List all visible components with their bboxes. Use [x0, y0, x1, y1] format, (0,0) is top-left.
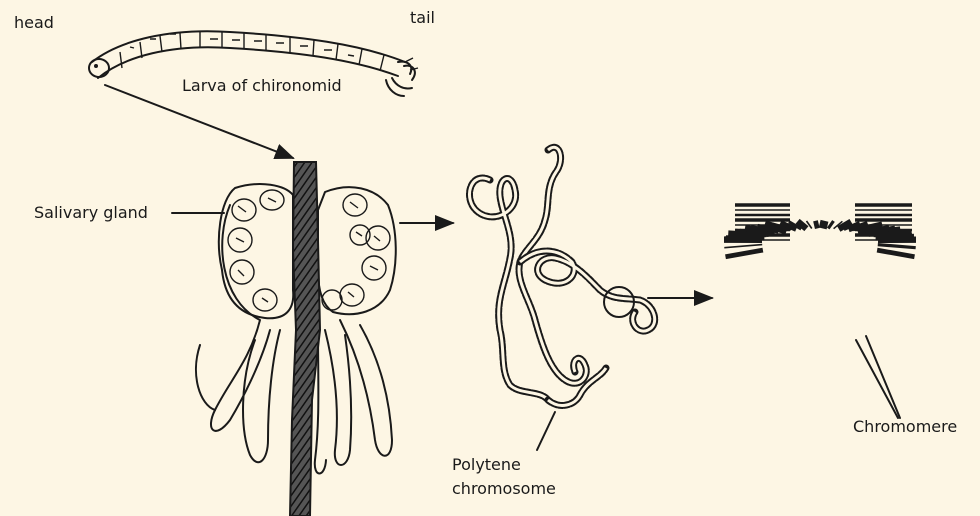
salivary-gland-drawing	[196, 162, 396, 516]
head-label: head	[14, 14, 54, 32]
tail-label: tail	[410, 9, 435, 27]
salivary-gland-label: Salivary gland	[34, 204, 148, 222]
chromomere-label: Chromomere	[853, 418, 957, 436]
polytene-pointer	[537, 412, 555, 450]
chromomere-pointer-a	[856, 340, 898, 418]
chromomere-pointer-b	[866, 336, 900, 418]
arrow-larva-to-gland	[105, 85, 293, 158]
larva-label: Larva of chironomid	[182, 77, 342, 95]
polytene-chromosome-drawing	[469, 147, 654, 405]
chromomere-band	[726, 250, 763, 257]
polytene-label-line1: Polytene	[452, 456, 521, 474]
polytene-label-line2: chromosome	[452, 480, 556, 498]
chromomere-band	[724, 245, 762, 248]
chromomere-band	[823, 221, 825, 229]
chromomere-band	[816, 221, 818, 229]
chromomere-band	[878, 245, 916, 248]
chromomere-bands	[724, 205, 916, 257]
chromomere-band	[828, 221, 833, 229]
chromomere-band	[877, 250, 914, 257]
